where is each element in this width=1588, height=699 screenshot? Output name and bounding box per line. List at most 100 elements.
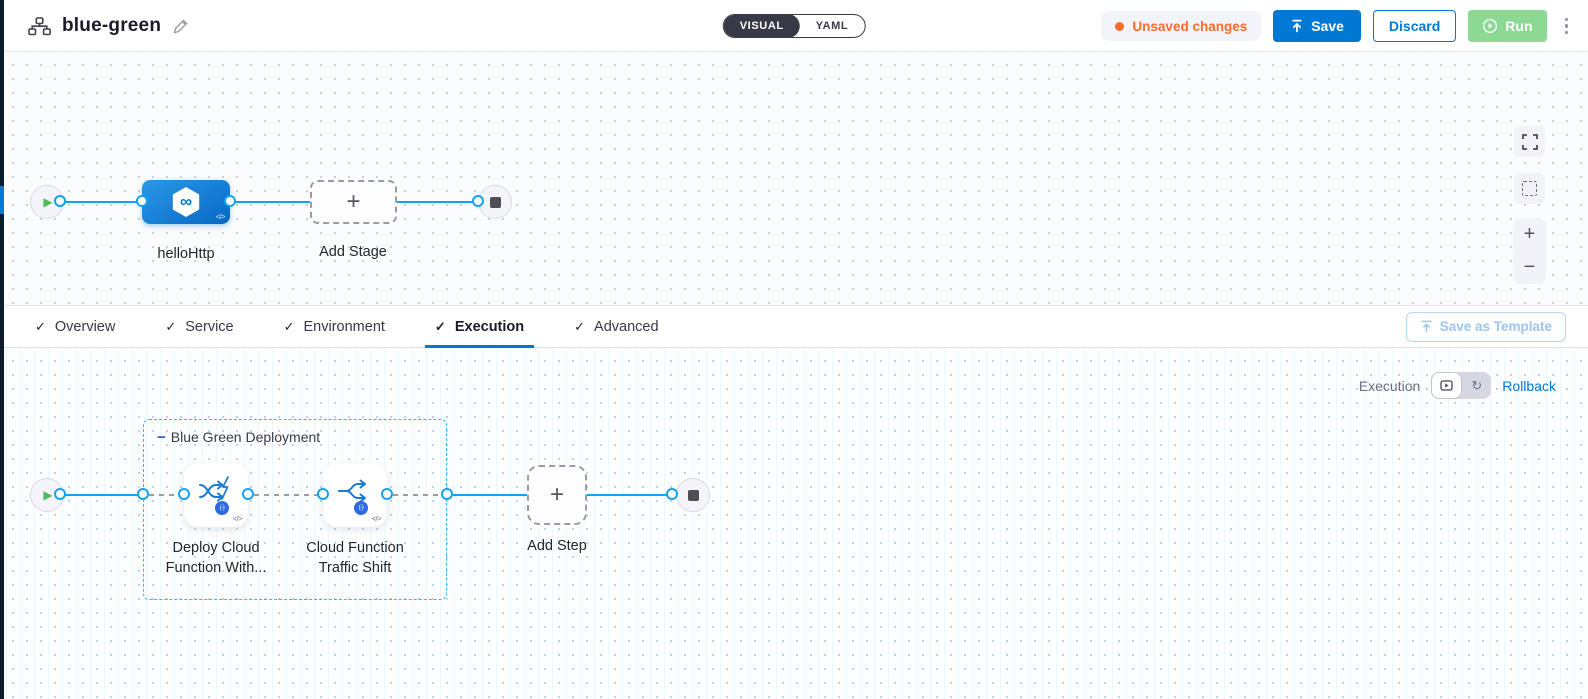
collapsed-nav-strip[interactable]	[0, 0, 4, 699]
link-port[interactable]	[136, 195, 148, 207]
link-port[interactable]	[242, 488, 254, 500]
step-group-header[interactable]: − Blue Green Deployment	[157, 429, 320, 445]
step-label-traffic-shift: Cloud Function Traffic Shift	[270, 538, 440, 578]
zoom-in-button[interactable]: +	[1523, 223, 1536, 245]
tab-label: Environment	[303, 318, 385, 335]
plus-icon: +	[549, 481, 564, 508]
play-icon: ▶	[43, 488, 53, 502]
stage-link	[64, 201, 146, 203]
discard-button[interactable]: Discard	[1372, 10, 1457, 42]
page-title: blue-green	[62, 15, 162, 36]
execution-view-segment[interactable]	[1431, 372, 1463, 399]
title-group: blue-green	[28, 0, 189, 52]
step-label-line: Function With...	[165, 560, 267, 576]
stop-icon	[489, 196, 501, 208]
save-upload-icon	[1290, 19, 1304, 33]
stage-tabbar: ✓ Overview ✓ Service ✓ Environment ✓ Exe…	[0, 305, 1588, 348]
save-button-label: Save	[1311, 18, 1344, 34]
gen-two-badge: (-)	[215, 501, 229, 515]
rollback-link[interactable]: Rollback	[1502, 377, 1556, 394]
link-port[interactable]	[54, 195, 66, 207]
execution-canvas[interactable]: Execution ↻ Rollback ▶	[0, 348, 1588, 699]
fullscreen-button[interactable]	[1514, 126, 1545, 157]
step-link	[587, 494, 669, 496]
step-label-line: Cloud Function	[306, 540, 404, 556]
run-button[interactable]: Run	[1468, 10, 1547, 42]
link-port[interactable]	[666, 488, 678, 500]
tab-label: Overview	[54, 318, 116, 335]
add-step-button[interactable]: +	[527, 465, 587, 525]
code-icon: </>	[371, 514, 382, 523]
kebab-menu-icon[interactable]	[1559, 14, 1575, 39]
link-port[interactable]	[178, 488, 190, 500]
step-label-deploy: Deploy Cloud Function With...	[131, 538, 301, 578]
traffic-shift-icon	[338, 479, 366, 503]
unsaved-changes-label: Unsaved changes	[1132, 18, 1248, 34]
fullscreen-icon	[1521, 133, 1538, 150]
step-link-dashed	[149, 494, 181, 496]
gen-two-badge: (-)	[354, 501, 368, 515]
nav-strip-accent	[0, 186, 4, 214]
check-icon: ✓	[434, 318, 446, 334]
step-label-line: Deploy Cloud	[172, 540, 260, 556]
tab-advanced[interactable]: ✓ Advanced	[574, 306, 658, 347]
save-as-template-label: Save as Template	[1439, 319, 1552, 334]
rollback-view-segment[interactable]: ↻	[1462, 372, 1491, 399]
plus-icon: +	[346, 188, 361, 215]
code-icon: </>	[215, 212, 226, 221]
zoom-controls: + −	[1513, 218, 1546, 284]
add-stage-button[interactable]: +	[310, 180, 397, 224]
save-as-template-button[interactable]: Save as Template	[1405, 311, 1566, 342]
pipeline-icon	[28, 16, 51, 36]
unsaved-changes-badge: Unsaved changes	[1101, 11, 1262, 41]
check-icon: ✓	[283, 318, 295, 334]
zoom-out-button[interactable]: −	[1523, 256, 1536, 278]
step-group-blue-green[interactable]: − Blue Green Deployment	[143, 419, 447, 600]
save-button[interactable]: Save	[1273, 10, 1361, 42]
tab-environment[interactable]: ✓ Environment	[284, 306, 385, 347]
toggle-visual[interactable]: VISUAL	[723, 15, 800, 37]
collapse-group-icon[interactable]: −	[157, 428, 166, 446]
execution-end-node[interactable]	[676, 478, 710, 512]
step-node-traffic-shift[interactable]: (-) </>	[323, 463, 387, 527]
tab-execution[interactable]: ✓ Execution	[424, 306, 535, 348]
toggle-yaml[interactable]: YAML	[815, 20, 849, 32]
link-port[interactable]	[54, 488, 66, 500]
execution-mode-label: Execution	[1358, 377, 1421, 394]
step-link	[453, 494, 527, 496]
stage-link	[396, 201, 476, 203]
tab-service[interactable]: ✓ Service	[165, 306, 233, 347]
edit-title-icon[interactable]	[172, 18, 189, 35]
check-icon: ✓	[165, 318, 177, 334]
stop-icon	[687, 489, 699, 501]
stage-canvas[interactable]: ▶ ∞ </> helloHttp + Add Stage	[0, 52, 1588, 305]
rollback-view-icon: ↻	[1471, 378, 1483, 393]
tabs: ✓ Overview ✓ Service ✓ Environment ✓ Exe…	[35, 306, 659, 348]
add-step-label: Add Step	[527, 538, 587, 554]
step-link-dashed	[393, 494, 441, 496]
link-port[interactable]	[381, 488, 393, 500]
run-play-icon	[1482, 18, 1498, 34]
step-link-dashed	[254, 494, 320, 496]
visual-yaml-toggle[interactable]: VISUAL YAML	[722, 14, 866, 38]
code-icon: </>	[232, 514, 243, 523]
execution-mode-row: Execution ↻ Rollback	[1359, 372, 1556, 399]
step-node-deploy-cloud-function[interactable]: (-) </>	[184, 463, 248, 527]
link-port[interactable]	[441, 488, 453, 500]
tab-overview[interactable]: ✓ Overview	[35, 306, 115, 347]
stage-name-label: helloHttp	[157, 246, 215, 262]
link-port[interactable]	[472, 195, 484, 207]
deploy-stage-icon: ∞	[172, 187, 200, 217]
discard-button-label: Discard	[1388, 18, 1441, 34]
link-port[interactable]	[317, 488, 329, 500]
stage-node-hellohttp[interactable]: ∞ </>	[142, 180, 230, 224]
unsaved-dot-icon	[1115, 21, 1125, 31]
tab-label: Execution	[454, 318, 525, 335]
execution-rollback-toggle[interactable]: ↻	[1431, 372, 1492, 399]
link-port[interactable]	[137, 488, 149, 500]
marquee-select-button[interactable]	[1514, 173, 1545, 204]
step-label-line: Traffic Shift	[318, 560, 392, 576]
link-port[interactable]	[224, 195, 236, 207]
play-icon: ▶	[43, 195, 53, 209]
